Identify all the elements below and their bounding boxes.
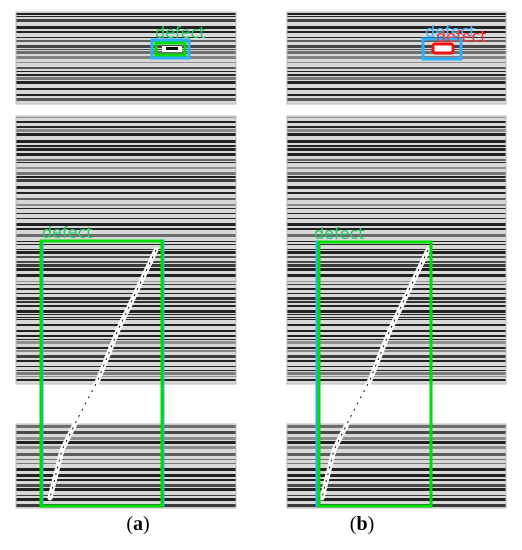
detection-box-large-inner [317,240,433,508]
detection-box-top-red [431,42,455,55]
fabric-segment-top [287,12,506,104]
box-label-large: defect [314,224,365,243]
segment-border [286,11,507,105]
fabric-segment-top [16,12,236,104]
detection-box-large-inner [39,239,164,508]
detection-box-top-outer [150,38,191,60]
fabric-segment-middle [287,116,506,384]
segment-border [15,11,237,105]
panel-caption-b: (b) [349,513,375,535]
segment-border [15,115,237,385]
detection-box-top-outer [421,37,463,61]
detection-box-top-inner [154,41,187,57]
segment-border [15,423,237,509]
segment-border [286,423,507,509]
caption-letter: a [133,513,143,535]
defect-streak [47,247,159,501]
panel-caption-a: (a) [126,513,150,535]
box-label-large: defect [42,223,93,242]
box-label-top-blue: defect [425,22,476,41]
box-label-top-red: defect [436,27,487,46]
box-label-top: defect [155,23,206,42]
small-defect-a [162,46,182,52]
fabric-segment-middle [16,116,236,384]
small-defect-b [434,45,452,52]
caption-letter: b [356,513,368,535]
panel-b: defect defect defect [286,11,507,509]
defect-streak [319,247,431,501]
segment-border [286,115,507,385]
panel-a: defect defect [15,11,237,509]
fabric-image-a [15,11,237,509]
